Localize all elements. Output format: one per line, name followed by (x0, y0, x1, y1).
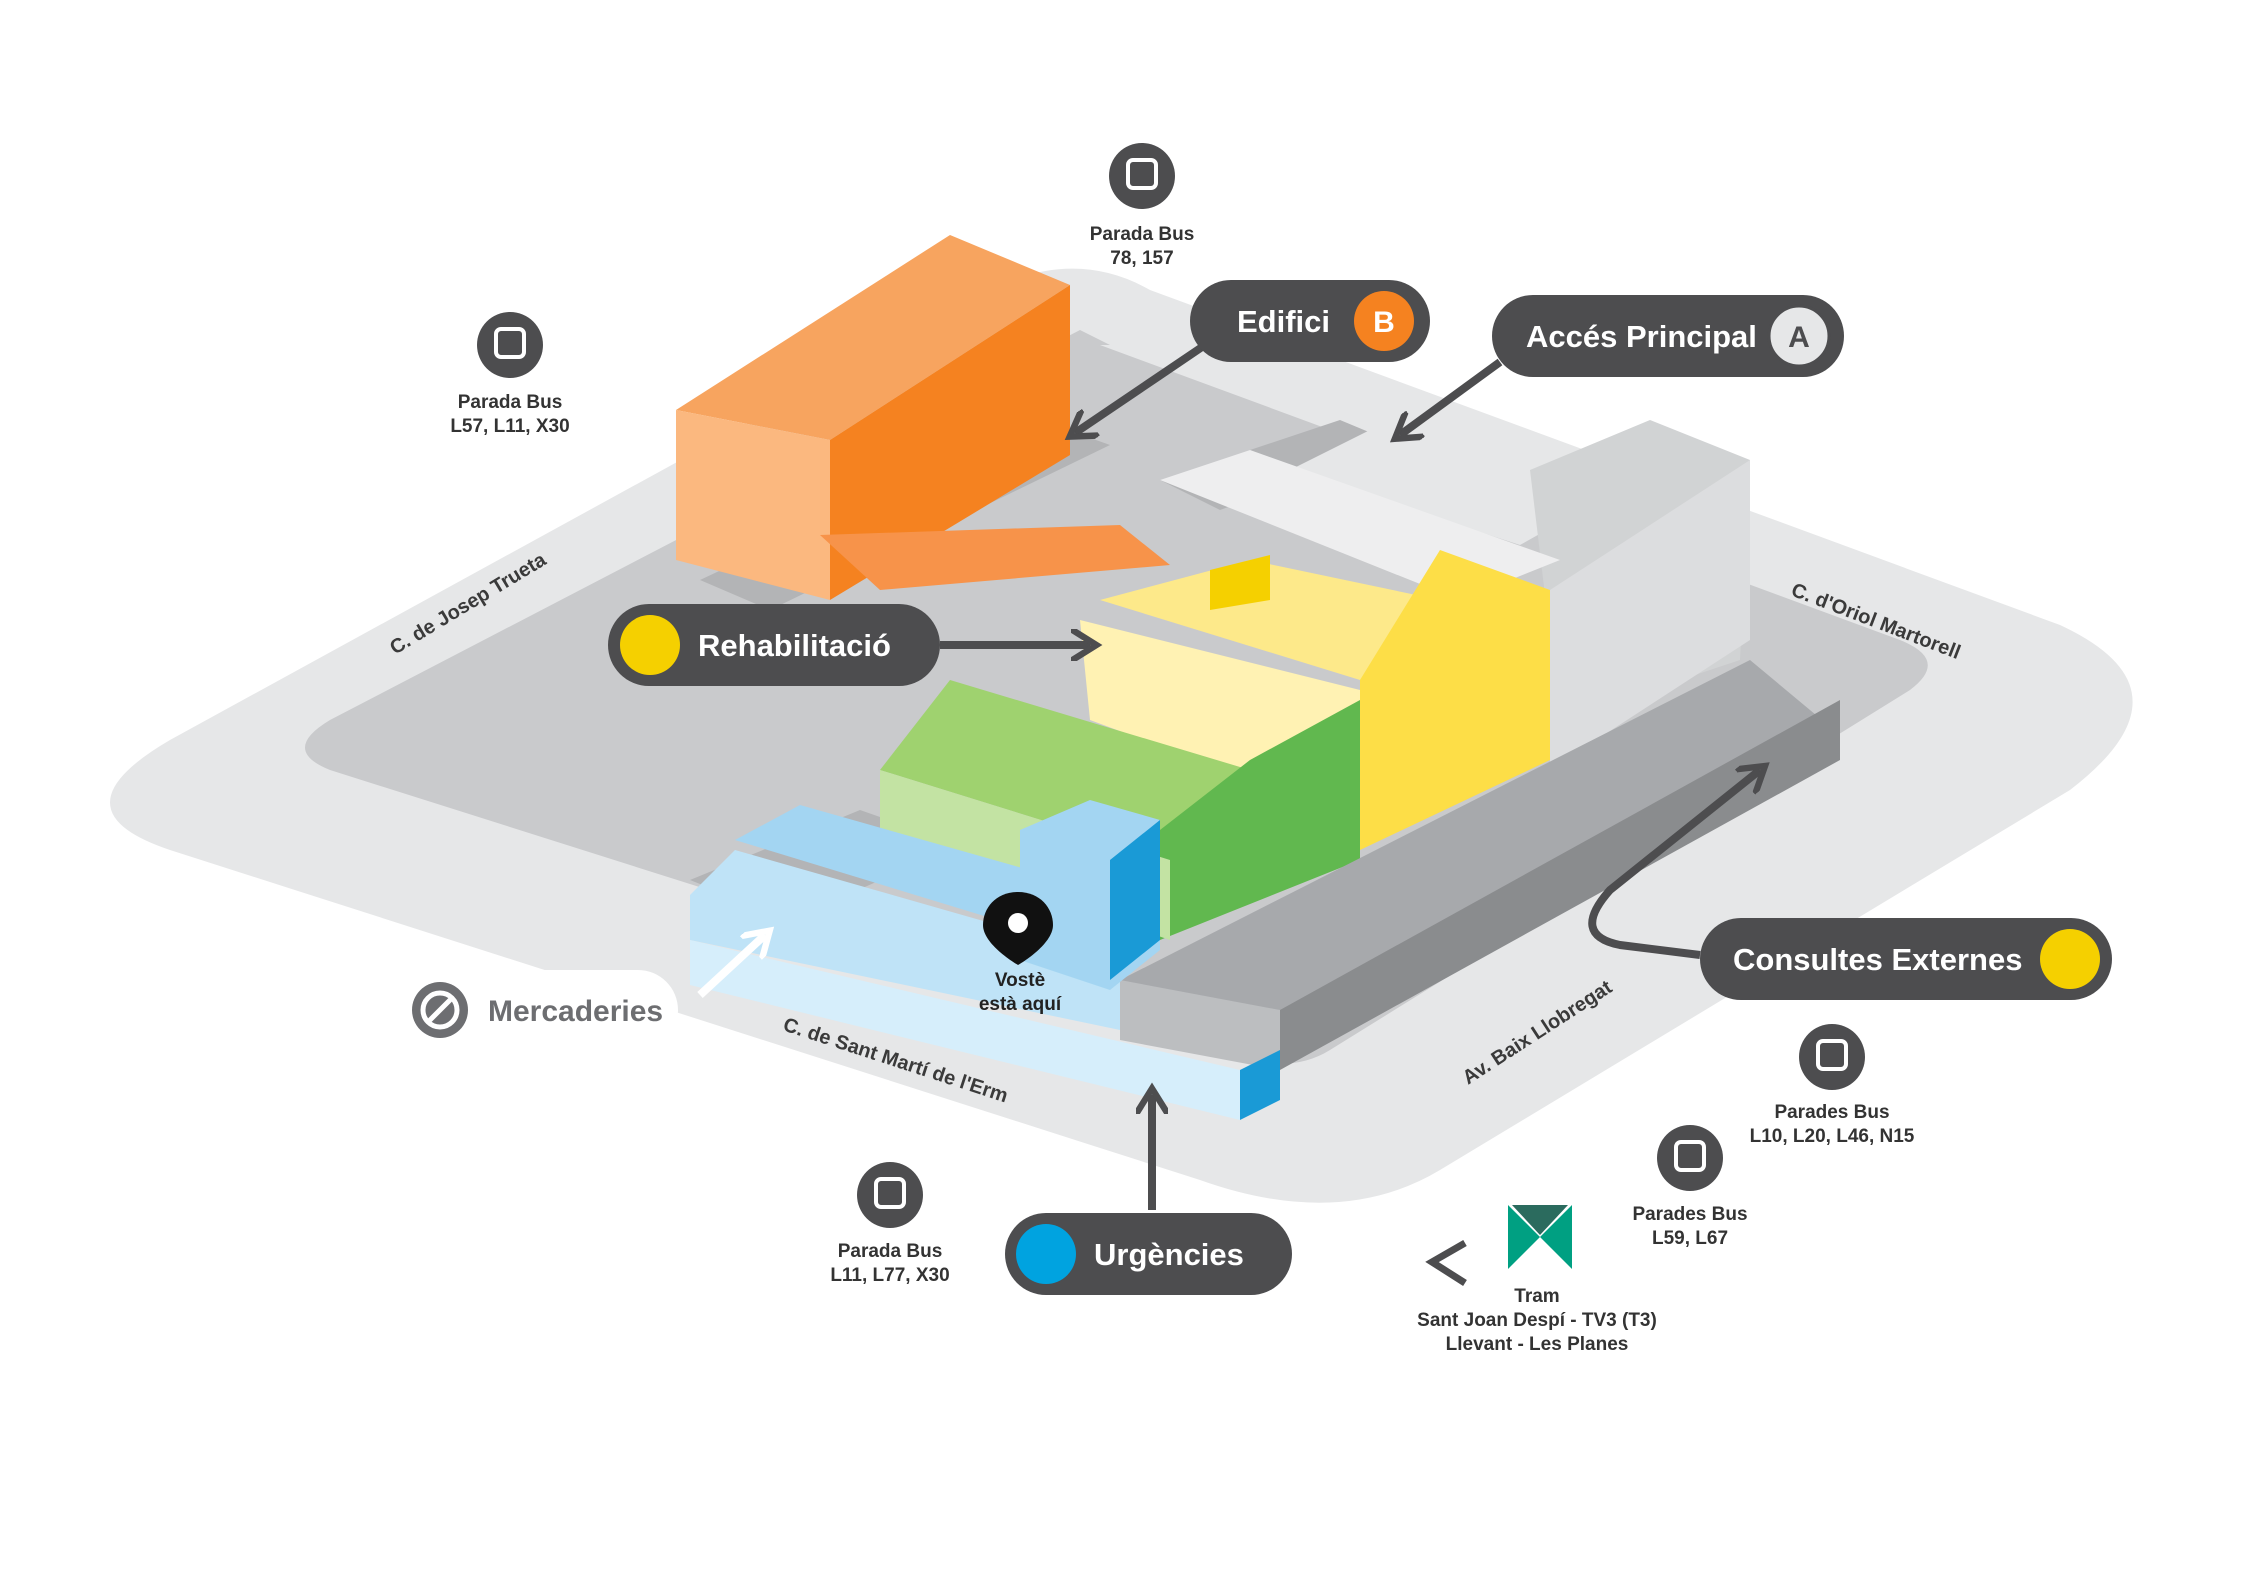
tram-stop[interactable]: Tram Sant Joan Despí - TV3 (T3) Llevant … (1417, 1205, 1657, 1355)
urgencies-color-dot (1016, 1224, 1076, 1284)
acces-label: Accés Principal (1526, 319, 1757, 354)
tram-line1: Sant Joan Despí - TV3 (T3) (1417, 1310, 1657, 1331)
bus-stop-bottom[interactable]: Parada Bus L11, L77, X30 (830, 1162, 950, 1286)
rehab-label: Rehabilitació (698, 628, 891, 663)
bus-stop-title: Parades Bus (1774, 1102, 1889, 1123)
mercaderies-label: Mercaderies (488, 995, 663, 1028)
badge-b (1354, 291, 1414, 351)
label-mercaderies[interactable]: Mercaderies (400, 970, 678, 1050)
bus-icon (857, 1162, 923, 1228)
bus-stop-title: Parada Bus (1090, 224, 1195, 245)
bus-stop-lower-right[interactable]: Parades Bus L59, L67 (1632, 1125, 1748, 1249)
arrow-icon (1075, 341, 1208, 433)
bus-stop-lines: L10, L20, L46, N15 (1750, 1126, 1915, 1147)
rehab-color-dot (620, 615, 680, 675)
bus-stop-lines: 78, 157 (1110, 248, 1173, 269)
label-rehabilitacio[interactable]: Rehabilitació (608, 604, 940, 686)
consultes-label: Consultes Externes (1733, 942, 2022, 977)
bus-stop-title: Parada Bus (838, 1241, 943, 1262)
you-are-here-line2: està aquí (979, 994, 1062, 1015)
bus-icon (477, 312, 543, 378)
bus-icon (1799, 1024, 1865, 1090)
you-are-here-marker[interactable]: Vostè està aquí (979, 892, 1062, 1015)
badge-a (1767, 304, 1831, 368)
bus-icon (1109, 143, 1175, 209)
consultes-color-dot (2040, 929, 2100, 989)
edifici-label: Edifici (1237, 304, 1330, 339)
bus-stop-right[interactable]: Parades Bus L10, L20, L46, N15 (1750, 1024, 1915, 1147)
bus-stop-top[interactable]: Parada Bus 78, 157 (1090, 143, 1195, 269)
bus-stop-lines: L59, L67 (1652, 1228, 1728, 1249)
tram-title: Tram (1514, 1286, 1559, 1307)
label-acces-principal[interactable]: Accés Principal A (1492, 295, 1844, 377)
arrow-icon (1400, 358, 1503, 435)
bus-icon (1657, 1125, 1723, 1191)
bus-stop-title: Parada Bus (458, 392, 563, 413)
label-urgencies[interactable]: Urgències (1005, 1213, 1292, 1295)
tram-line2: Llevant - Les Planes (1446, 1334, 1629, 1355)
building-urgencies-blue (690, 800, 1280, 1120)
arrow-icon (1425, 1239, 1467, 1286)
you-are-here-line1: Vostè (995, 970, 1045, 991)
consultes-wing (1120, 660, 1840, 1070)
arrow-icon (697, 935, 765, 998)
badge-letter-a: A (1788, 321, 1810, 354)
bus-stop-left[interactable]: Parada Bus L57, L11, X30 (450, 312, 570, 437)
bus-stop-lines: L11, L77, X30 (830, 1265, 949, 1286)
label-edifici-b[interactable]: Edifici B (1190, 280, 1430, 362)
arrow-icon (1588, 770, 1760, 959)
label-consultes-externes[interactable]: Consultes Externes (1700, 918, 2112, 1000)
bus-stop-lines: L57, L11, X30 (450, 416, 569, 437)
building-b (676, 235, 1170, 600)
badge-letter-b: B (1373, 306, 1395, 339)
urgencies-label: Urgències (1094, 1237, 1244, 1272)
bus-stop-title: Parades Bus (1632, 1204, 1747, 1225)
